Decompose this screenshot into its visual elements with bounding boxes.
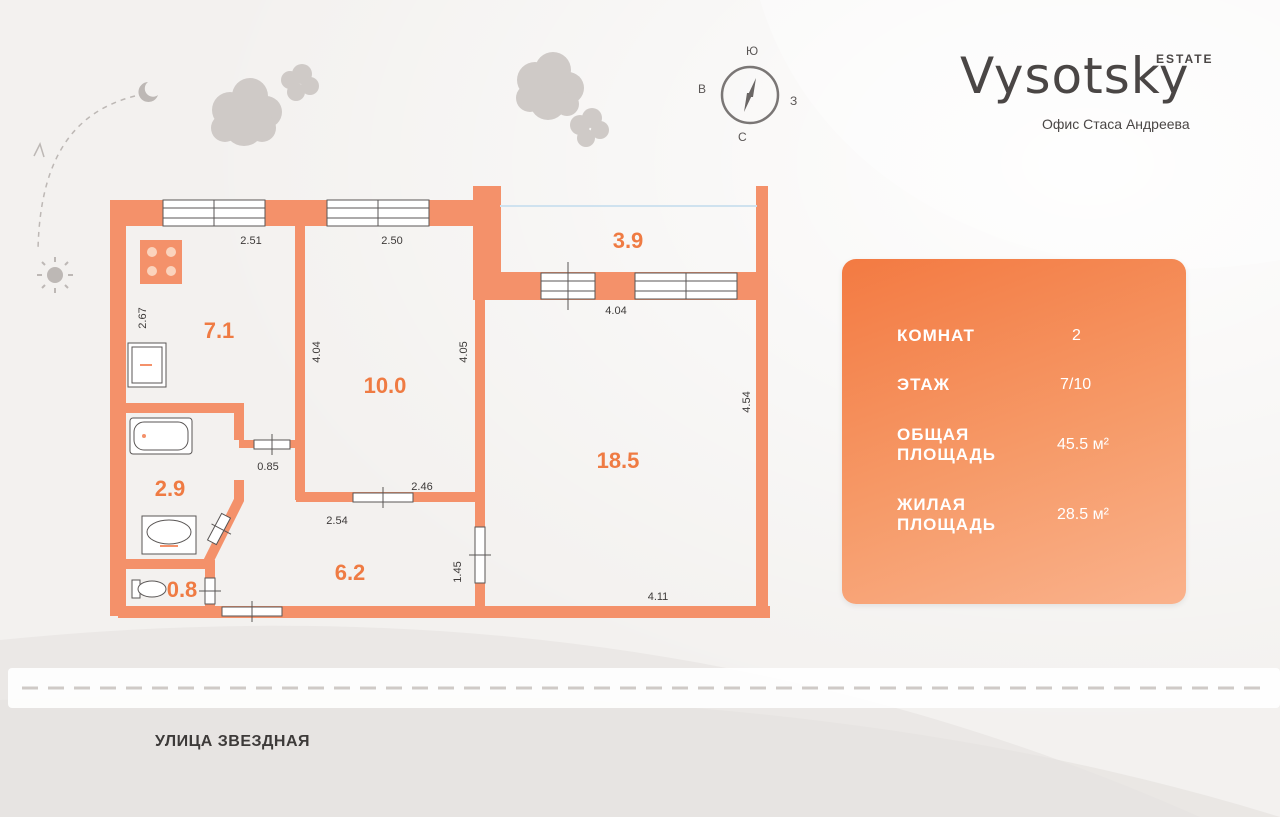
dim-hall-top: 2.54 bbox=[326, 515, 347, 527]
sun-icon bbox=[37, 257, 73, 293]
compass-north-label: Ю bbox=[746, 44, 759, 58]
brand-subtitle: Офис Стаса Андреева bbox=[1042, 116, 1190, 132]
rooms-label: КОМНАТ bbox=[897, 326, 975, 345]
dim-bedroom-top: 2.50 bbox=[381, 235, 402, 247]
compass-east-label: З bbox=[790, 94, 798, 108]
info-card: КОМНАТ 2 ЭТАЖ 7/10 ОБЩАЯ ПЛОЩАДЬ 45.5 м²… bbox=[842, 259, 1186, 604]
balcony-area: 3.9 bbox=[613, 228, 644, 253]
dim-living-right: 4.54 bbox=[741, 391, 753, 412]
dim-kitchen-side: 2.67 bbox=[137, 307, 149, 328]
stove-icon bbox=[140, 240, 182, 284]
street-label: УЛИЦА ЗВЕЗДНАЯ bbox=[155, 733, 311, 750]
bathtub-icon bbox=[129, 417, 193, 455]
dim-hall-door: 0.85 bbox=[257, 461, 278, 473]
living-area: 18.5 bbox=[597, 448, 640, 473]
dim-hall-right: 1.45 bbox=[452, 561, 464, 582]
brand-name: Vysotsky bbox=[960, 47, 1190, 105]
dim-bedroom-bottom: 2.46 bbox=[411, 481, 432, 493]
window bbox=[326, 199, 430, 227]
balcony-door bbox=[540, 262, 596, 310]
door-toilet bbox=[199, 577, 221, 605]
balcony-window bbox=[634, 272, 738, 300]
bathroom-area: 2.9 bbox=[155, 476, 186, 501]
window bbox=[162, 199, 266, 227]
hall-area: 6.2 bbox=[335, 560, 366, 585]
sun-path-arrow-icon bbox=[33, 141, 45, 158]
compass-icon bbox=[720, 65, 780, 125]
living-area-value: 28.5 м² bbox=[1057, 506, 1109, 523]
door-bedroom bbox=[352, 487, 414, 508]
rooms-value: 2 bbox=[1072, 327, 1081, 344]
sun-path bbox=[37, 95, 136, 251]
cloud-icon bbox=[516, 52, 584, 120]
bedroom-area: 10.0 bbox=[364, 373, 407, 398]
door-bathroom bbox=[206, 512, 232, 546]
door-living bbox=[469, 526, 491, 584]
cloud-small-icon bbox=[570, 108, 609, 147]
total-area-value: 45.5 м² bbox=[1057, 436, 1109, 453]
dim-living-top: 4.04 bbox=[605, 305, 626, 317]
door-entrance bbox=[221, 601, 283, 622]
compass-west-label: В bbox=[698, 82, 707, 96]
brand-estate: ESTATE bbox=[1156, 52, 1214, 66]
kitchen-area: 7.1 bbox=[204, 318, 235, 343]
dim-bedroom-left: 4.04 bbox=[311, 341, 323, 362]
kitchen-sink-icon bbox=[127, 342, 167, 388]
dim-living-bottom: 4.11 bbox=[648, 591, 669, 603]
total-area-label-line2: ПЛОЩАДЬ bbox=[897, 445, 996, 464]
living-area-label-line2: ПЛОЩАДЬ bbox=[897, 515, 996, 534]
road bbox=[8, 668, 1280, 708]
toilet-area: 0.8 bbox=[167, 577, 198, 602]
floor-label: ЭТАЖ bbox=[897, 375, 951, 394]
door-bath-hall bbox=[253, 434, 291, 455]
dim-kitchen-top: 2.51 bbox=[240, 235, 261, 247]
living-area-label-line1: ЖИЛАЯ bbox=[897, 495, 967, 514]
moon-icon bbox=[138, 82, 158, 102]
dim-bedroom-right: 4.05 bbox=[458, 341, 470, 362]
total-area-label-line1: ОБЩАЯ bbox=[897, 425, 970, 444]
cloud-small-icon bbox=[281, 64, 319, 101]
floor-value: 7/10 bbox=[1060, 376, 1092, 393]
cloud-icon bbox=[211, 78, 282, 146]
toilet-icon bbox=[131, 579, 167, 599]
compass-south-label: С bbox=[738, 130, 747, 144]
bathroom-sink-icon bbox=[141, 515, 197, 555]
brand-logo: Vysotsky ESTATE Офис Стаса Андреева bbox=[960, 44, 1220, 144]
